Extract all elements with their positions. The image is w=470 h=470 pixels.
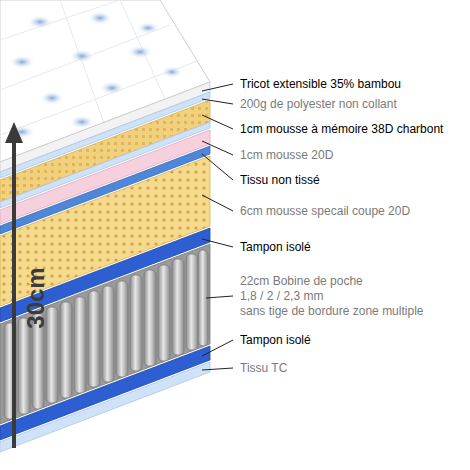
layer-label: Tricot extensible 35% bambou [240, 77, 401, 92]
layer-label: Tampon isolé [240, 333, 311, 348]
label-position: 30cm [22, 253, 50, 343]
layer-label: 6cm mousse specail coupe 20D [240, 204, 410, 219]
arrow-head [5, 122, 23, 143]
label-position: 1cm mousse 20D [240, 148, 333, 163]
layer-label: 1cm mousse à mémoire 38D charbont [240, 122, 443, 137]
label-position: Tampon isolé [240, 333, 311, 348]
label-position: 6cm mousse specail coupe 20D [240, 204, 410, 219]
label-position: 1cm mousse à mémoire 38D charbont [240, 122, 443, 137]
insulator-pad [0, 346, 210, 440]
layer-label: Tissu TC [240, 361, 287, 376]
label-position: Tissu TC [240, 361, 287, 376]
layer-label: 22cm Bobine de poche 1,8 / 2 / 2,3 mm sa… [240, 274, 423, 319]
label-position: Tricot extensible 35% bambou [240, 77, 401, 92]
layer-label: Tissu non tissé [240, 173, 320, 188]
leader-lines [202, 84, 233, 370]
label-position: 22cm Bobine de poche 1,8 / 2 / 2,3 mm sa… [240, 274, 423, 319]
dimension-label: 30cm [22, 253, 50, 343]
tc-fabric-layer [0, 362, 210, 452]
height-arrow [12, 140, 16, 448]
layer-label: Tampon isolé [240, 240, 311, 255]
label-position: Tissu non tissé [240, 173, 320, 188]
label-position: Tampon isolé [240, 240, 311, 255]
layer-label: 200g de polyester non collant [240, 97, 397, 112]
layer-label: 1cm mousse 20D [240, 148, 333, 163]
label-position: 200g de polyester non collant [240, 97, 397, 112]
